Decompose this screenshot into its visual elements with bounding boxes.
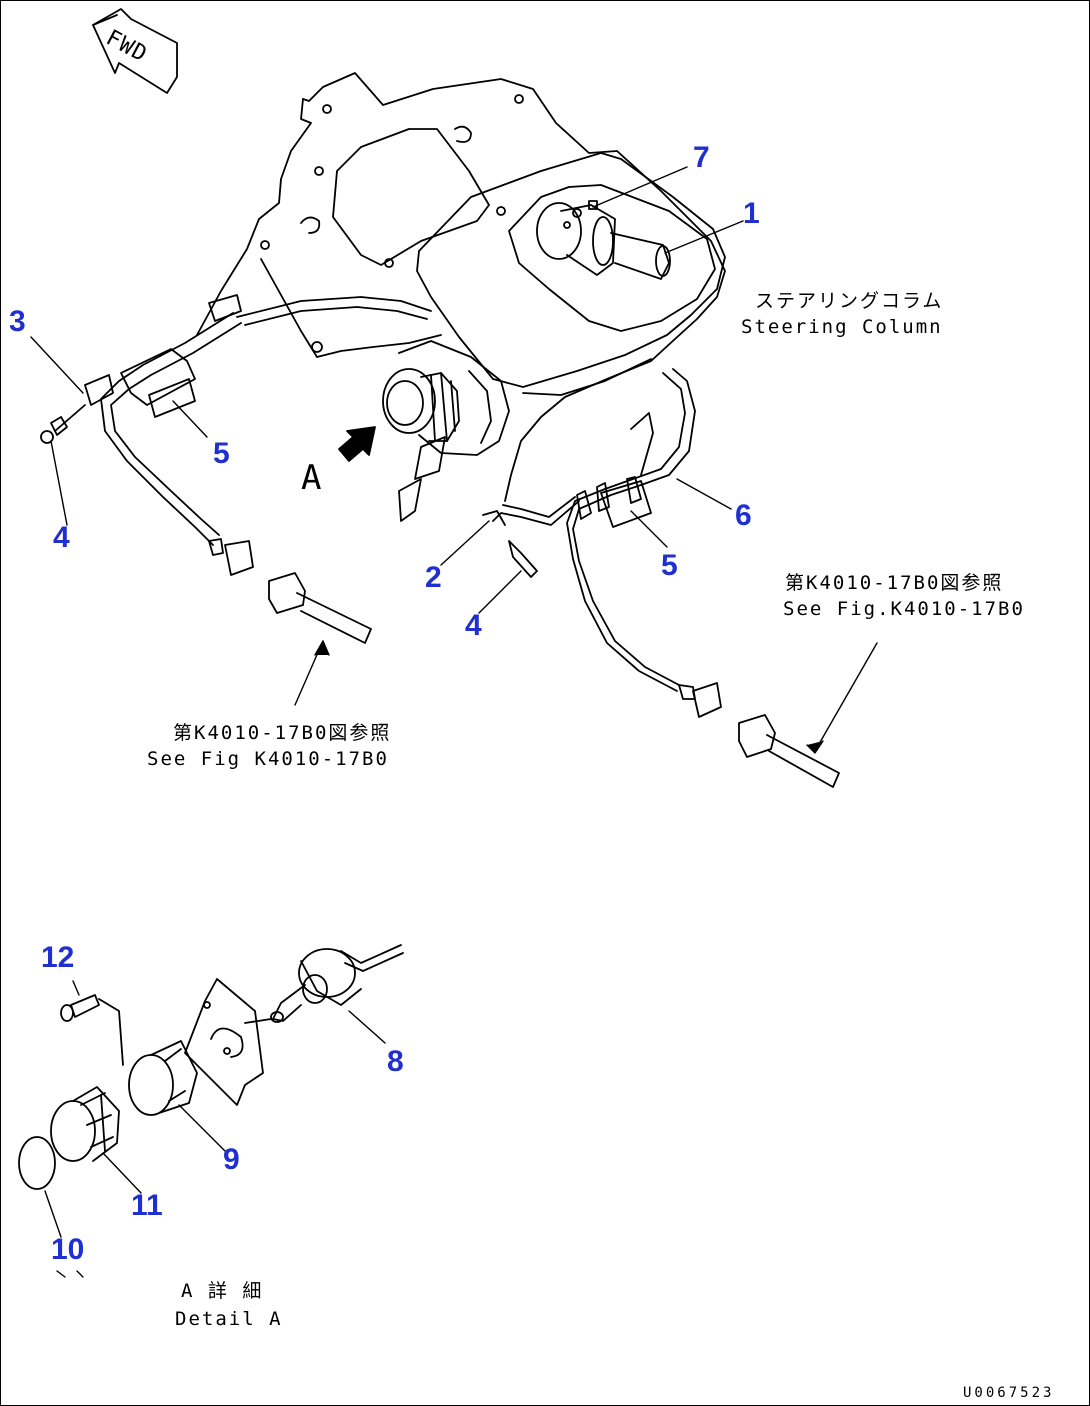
leader-lines	[30, 166, 878, 754]
callout-4-left: 4	[53, 521, 70, 554]
detail-a-note-en: Detail A	[175, 1308, 283, 1330]
steering-column-plate	[196, 72, 726, 502]
left-wire-harness	[40, 294, 432, 576]
steering-column-note-ja: ステアリングコラム	[755, 290, 944, 312]
callout-7: 7	[693, 141, 710, 174]
callout-8: 8	[387, 1045, 404, 1078]
right-connector	[738, 714, 840, 788]
drawing-number: U0067523	[963, 1385, 1055, 1401]
callout-9: 9	[223, 1143, 240, 1176]
view-a-arrow-icon	[338, 426, 376, 462]
ref-note-left-ja: 第K4010-17B0図参照	[173, 722, 392, 744]
detail-a-parts	[18, 944, 404, 1190]
callout-3: 3	[9, 305, 26, 338]
callout-5-right: 5	[661, 549, 678, 582]
detail-a-leader-lines	[44, 980, 386, 1278]
callout-4-right: 4	[465, 609, 482, 642]
left-connector	[268, 572, 372, 644]
callout-2: 2	[425, 561, 442, 594]
detail-a-note-ja: A 詳 細	[181, 1280, 264, 1302]
callout-5-left: 5	[213, 437, 230, 470]
rotary-switch-assembly	[382, 340, 510, 522]
right-wire-harness	[482, 368, 722, 718]
view-a-label: A	[301, 458, 322, 498]
ref-note-left-en: See Fig K4010-17B0	[147, 748, 389, 770]
steering-column-note-en: Steering Column	[741, 316, 943, 338]
callout-6: 6	[735, 499, 752, 532]
callout-11: 11	[131, 1189, 163, 1222]
fwd-arrow-icon	[92, 8, 178, 94]
ref-note-right-ja: 第K4010-17B0図参照	[785, 572, 1004, 594]
callout-1: 1	[743, 197, 760, 230]
callout-10: 10	[51, 1233, 85, 1266]
ref-note-right-en: See Fig.K4010-17B0	[783, 598, 1025, 620]
column-switch-shaft	[536, 200, 671, 280]
callout-12: 12	[41, 941, 75, 974]
